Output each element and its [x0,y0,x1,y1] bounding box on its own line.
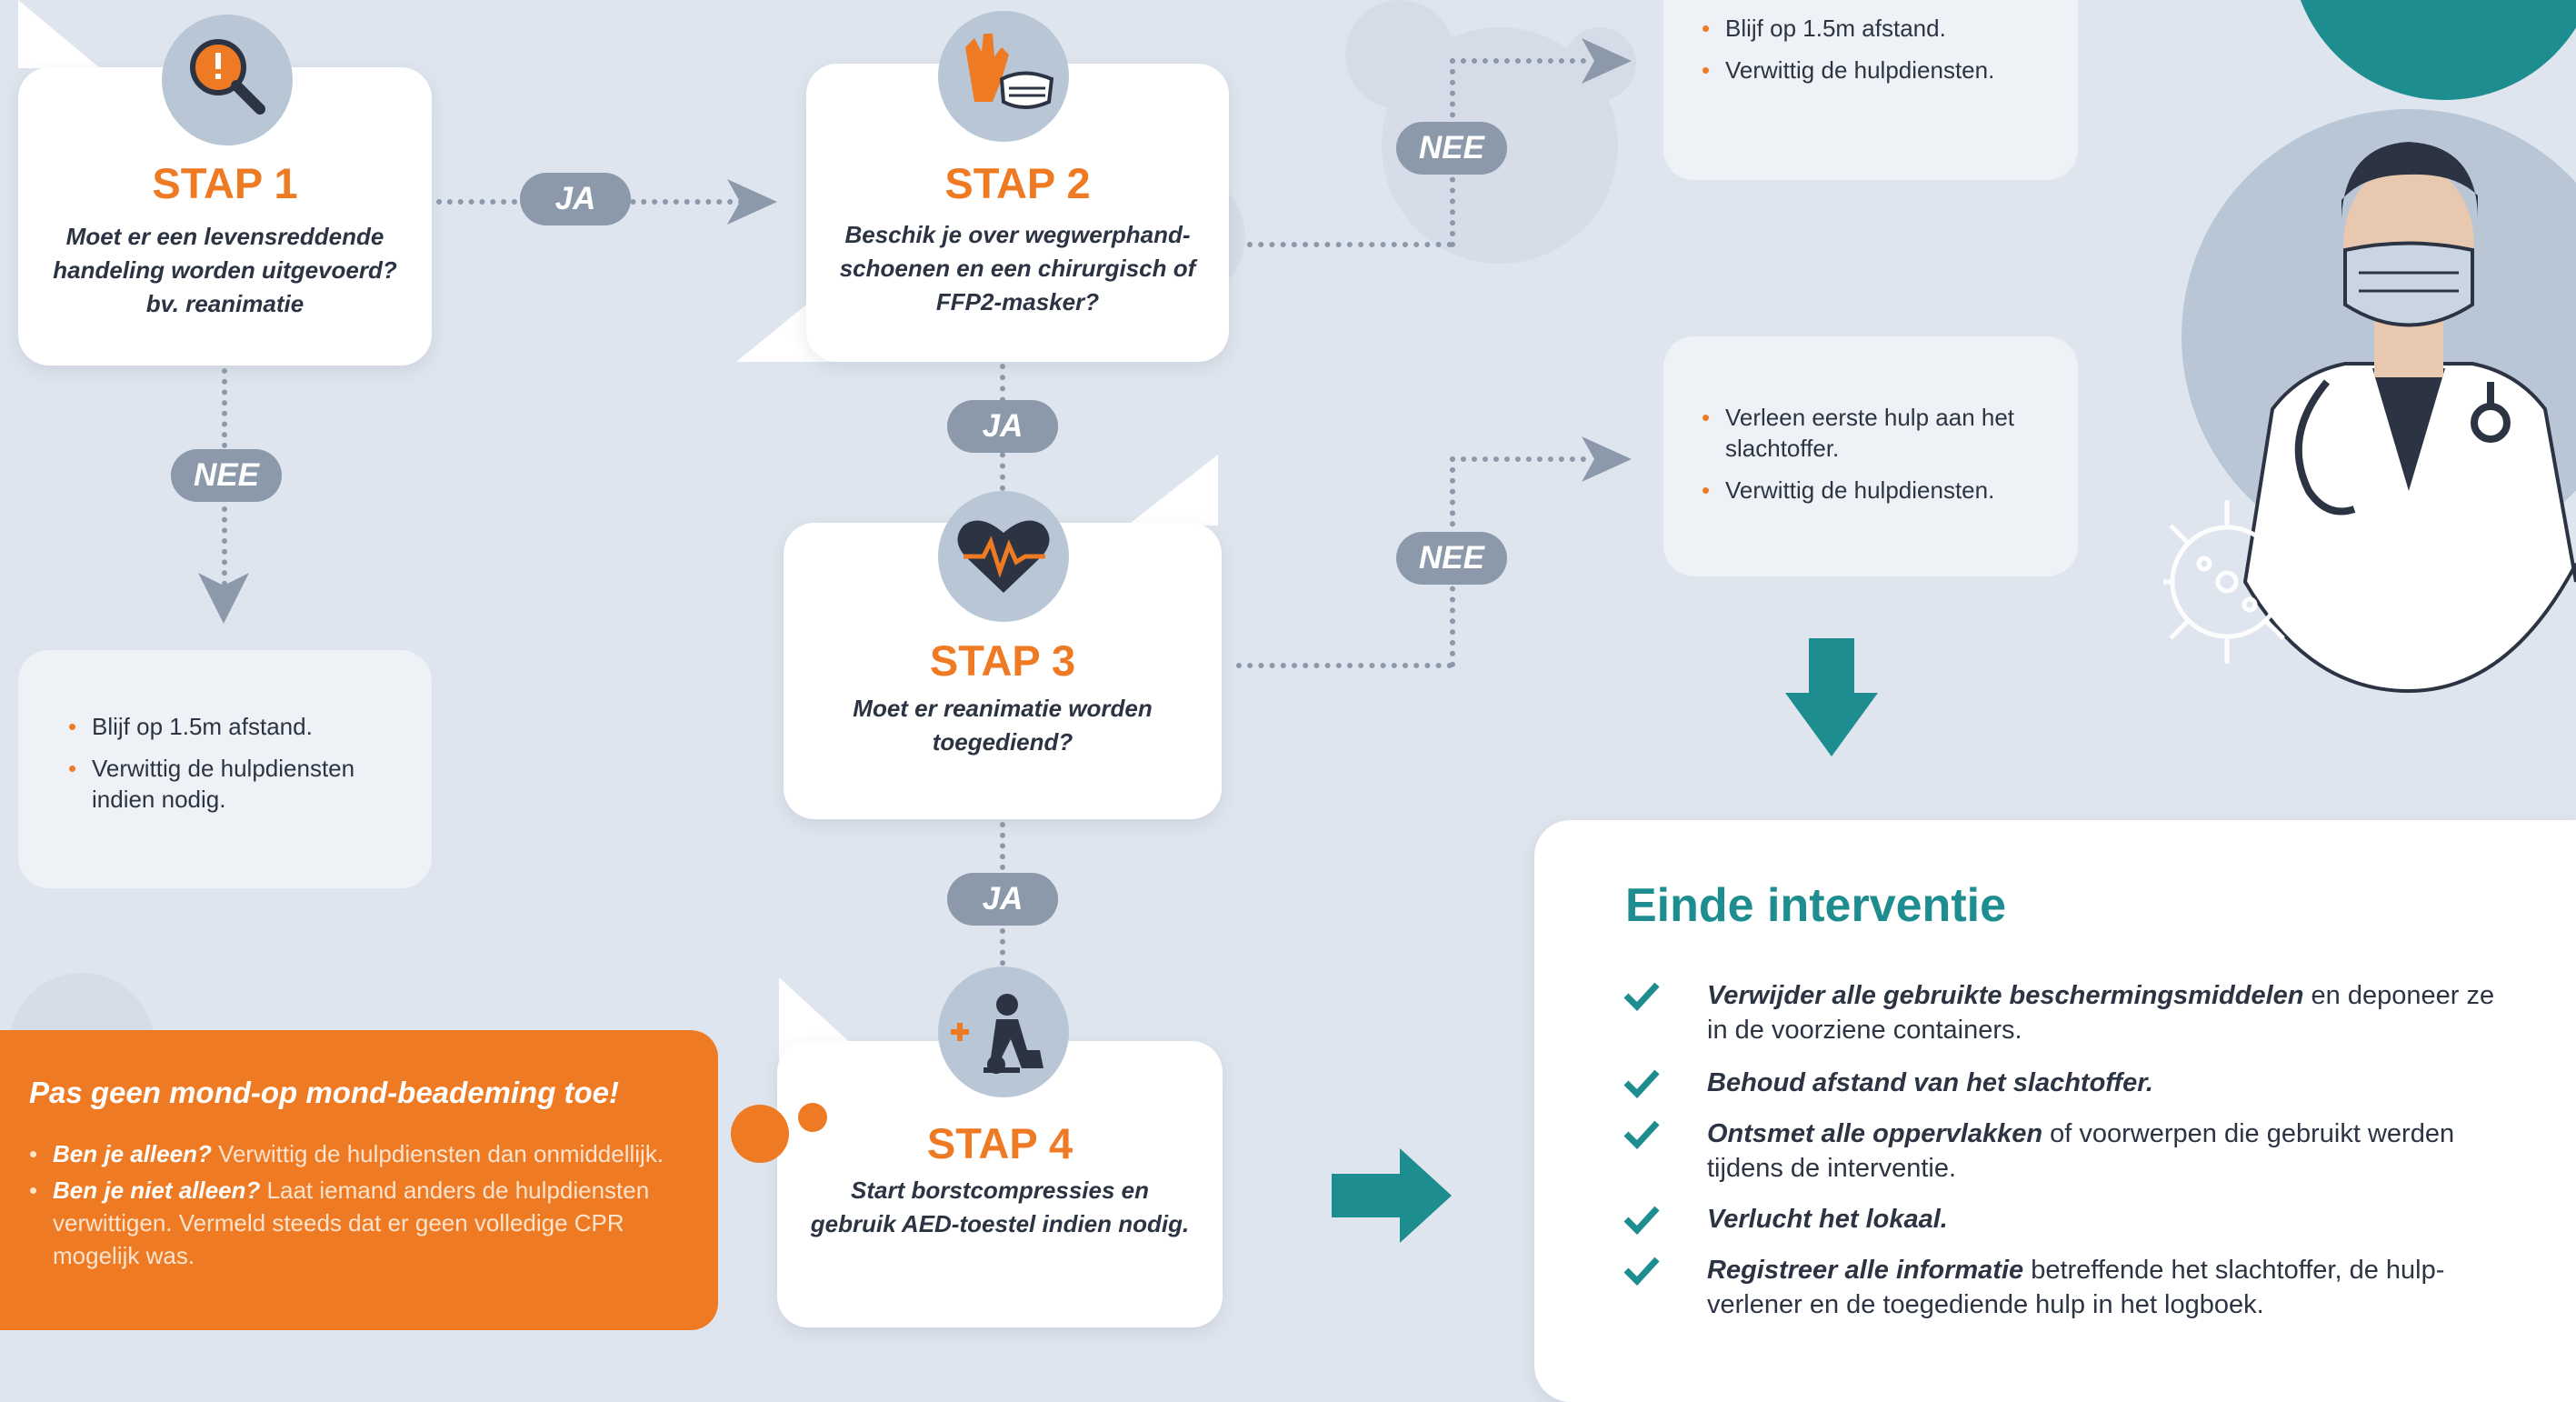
step3-no-box: •Verleen eerste hulp aan het slachtoffer… [1663,336,2078,576]
label-nee-1: NEE [171,449,282,502]
heart-pulse-icon [957,520,1050,593]
list-item: •Verwittig de hulpdiensten. [1702,56,1995,84]
step1-no-list: •Blijf op 1.5m afstand. •Verwittig de hu… [68,711,404,826]
list-item: •Verwittig de hulpdiensten. [1702,476,1995,504]
step1-icon-circle [162,15,293,145]
step2-question: Beschik je over wegwerphand- schoenen en… [839,221,1196,315]
list-item: •Ben je niet alleen? Laat iemand anders … [29,1177,650,1269]
check-icon [1623,982,1660,1011]
step1-card-tail [18,0,100,68]
connector-step2-no-h [1247,242,1453,247]
list-item: •Ben je alleen? Verwittig de hulpdienste… [29,1140,664,1167]
list-item: •Verleen eerste hulp aan het slachtoffer… [1702,404,2015,462]
arrow-right-end [1332,1148,1452,1243]
search-alert-icon [190,39,265,115]
gloves-mask-icon [965,34,1054,109]
warning-bubble-dots [731,1103,827,1163]
step2-title: STAP 2 [944,159,1091,207]
label-ja-3: JA [947,873,1058,926]
step3-icon-circle [938,491,1069,622]
cpr-icon [951,994,1043,1074]
end-item-2: Behoud afstand van het slachtoffer. [1623,1066,2507,1100]
arrowhead-step2 [727,179,777,225]
step2-no-box: •Blijf op 1.5m afstand. •Verwittig de hu… [1663,0,2078,180]
step4-card-tail [779,977,868,1059]
label-ja-2: JA [947,400,1058,453]
arrow-down-end [1785,638,1878,756]
list-item: •Blijf op 1.5m afstand. [1702,15,1946,42]
warning-title: Pas geen mond-op mond-beademing toe! [29,1076,620,1109]
connector-step2-no-h2 [1450,58,1586,64]
step3-no-list: •Verleen eerste hulp aan het slachtoffer… [1702,402,2056,516]
end-title: Einde interventie [1625,879,2006,932]
list-item: •Blijf op 1.5m afstand. [68,713,313,740]
step3-question: Moet er reanimatie worden toegediend? [853,695,1153,756]
arrowhead-step2-no [1582,38,1632,84]
step4-icon-circle [938,966,1069,1097]
step3-title: STAP 3 [929,636,1076,685]
step4-title: STAP 4 [926,1119,1073,1167]
warning-box: Pas geen mond-op mond-beademing toe! •Be… [0,1030,718,1330]
connector-step3-no-h [1236,663,1453,668]
connector-step3-no-h2 [1450,456,1586,462]
arrowhead-step3-no [1582,436,1632,482]
label-ja-1: JA [520,173,631,225]
step1-question: Moet er een levensreddende handeling wor… [53,223,397,317]
warning-list: •Ben je alleen? Verwittig de hulpdienste… [29,1137,702,1276]
step3-card-tail [1127,455,1218,526]
step1-title: STAP 1 [152,159,298,207]
arrowhead-step1-no [198,573,249,624]
check-icon [1623,1120,1660,1149]
end-intervention-card: Einde interventie Verwijder alle gebruik… [1534,820,2576,1402]
list-item: •Verwittig de hulpdiensten indien nodig. [68,755,355,813]
step2-icon-circle [938,11,1069,142]
label-nee-3: NEE [1396,532,1507,585]
step2-no-list: •Blijf op 1.5m afstand. •Verwittig de hu… [1702,13,2056,96]
end-item-4: Verlucht het lokaal. [1623,1202,2507,1237]
check-icon [1623,1206,1660,1235]
doctor-illustration [2163,109,2576,694]
end-item-3: Ontsmet alle oppervlakken of voorwerpen … [1623,1117,2507,1186]
check-icon [1623,1257,1660,1286]
step1-no-box: •Blijf op 1.5m afstand. •Verwittig de hu… [18,650,432,888]
end-item-1: Verwijder alle gebruikte beschermingsmid… [1623,978,2507,1047]
end-item-5: Registreer alle informatie betreffende h… [1623,1253,2507,1322]
step4-question: Start borstcompressies en gebruik AED-to… [810,1177,1190,1237]
label-nee-2: NEE [1396,122,1507,175]
check-icon [1623,1069,1660,1098]
